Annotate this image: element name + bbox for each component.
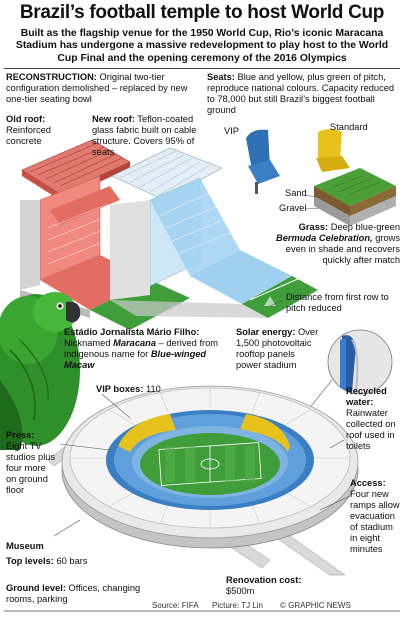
access-callout: Access: Four new ramps allow evacuation … [350, 478, 400, 555]
new-roof-callout: New roof: Teflon-coated glass fabric bui… [92, 114, 210, 158]
recycled-water-text: Rainwater collected on roof used in toil… [346, 408, 396, 451]
source-credit: Source: FIFA [152, 601, 199, 610]
grass-variety: Bermuda Celebration, [275, 233, 373, 243]
seats-text: Blue and yellow, plus green of pitch, re… [207, 72, 395, 115]
vip-boxes-callout: VIP boxes: 110 [96, 384, 166, 395]
sand-label: Sand [285, 188, 307, 198]
press-text: Eight TV studios plus four more on groun… [6, 441, 56, 495]
new-roof-section [110, 147, 318, 318]
reconstruction-text: Original two-tier configuration demolish… [6, 72, 188, 104]
old-roof-label: Old roof: [6, 114, 46, 124]
press-callout: Press: Eight TV studios plus four more o… [6, 430, 58, 496]
grass-text-1: Deep blue-green [330, 222, 400, 232]
reconstruction-label: RECONSTRUCTION: [6, 72, 97, 82]
seats-label: Seats: [207, 72, 235, 82]
recycled-water-label: Recycled water: [346, 386, 387, 407]
museum-label: Museum [6, 541, 44, 551]
ground-level-text: Offices, changing rooms, parking [6, 583, 141, 604]
vip-boxes-label: VIP boxes: [96, 384, 144, 394]
stadium-leader-lines [53, 393, 351, 537]
new-roof-text: Teflon-coated glass fabric built on cabl… [92, 114, 197, 157]
museum-callout: Museum [6, 541, 44, 552]
old-roof-callout: Old roof: Reinforced concrete [6, 114, 72, 147]
solar-callout: Solar energy: Over 1,500 photovoltaic ro… [236, 327, 322, 371]
estadio-label: Estádio Jornalista Mário Filho: [64, 327, 200, 337]
page-title: Brazil’s football temple to host World C… [19, 2, 385, 23]
top-levels-callout: Top levels: 60 bars [6, 556, 96, 567]
vip-seat [246, 129, 280, 194]
solar-panel-detail [327, 329, 393, 395]
estadio-macaw: Blue-winged Macaw [64, 349, 207, 370]
gravel-label: Gravel [279, 203, 307, 213]
solar-label: Solar energy: [236, 327, 296, 337]
picture-credit: Picture: TJ Lin [212, 601, 263, 610]
vip-seat-label: VIP [224, 126, 239, 136]
estadio-text-1: Nicknamed [64, 338, 111, 348]
standard-seat-label: Standard [330, 122, 368, 132]
estadio-nickname: Maracana [113, 338, 157, 348]
page-subtitle: Built as the flagship venue for the 1950… [15, 28, 389, 64]
vip-boxes-text: 110 [145, 384, 161, 394]
reconstruction-callout: RECONSTRUCTION: Original two-tier config… [6, 72, 202, 105]
old-roof-text: Reinforced concrete [6, 125, 51, 146]
access-label: Access: [350, 478, 386, 488]
grass-cutaway [314, 168, 396, 226]
press-label: Press: [6, 430, 35, 440]
estadio-callout: Estádio Jornalista Mário Filho: Nickname… [64, 327, 232, 371]
renovation-callout: Renovation cost: $500m [226, 575, 302, 597]
top-levels-text: 60 bars [56, 556, 88, 566]
macaw-image [0, 292, 81, 450]
access-text: Four new ramps allow evacuation of stadi… [350, 489, 400, 554]
grass-callout: Grass: Deep blue-green Bermuda Celebrati… [258, 222, 400, 266]
distance-callout: Distance from first row to pitch reduced [286, 292, 389, 313]
new-roof-label: New roof: [92, 114, 135, 124]
seats-callout: Seats: Blue and yellow, plus green of pi… [207, 72, 399, 116]
top-levels-label: Top levels: [6, 556, 54, 566]
solar-text: Over 1,500 photovoltaic rooftop panels p… [236, 327, 319, 370]
ground-level-label: Ground level: [6, 583, 66, 593]
renovation-label: Renovation cost: [226, 575, 302, 585]
recycled-water-callout: Recycled water: Rainwater collected on r… [346, 386, 400, 452]
grass-text-2: grows even in shade and recovers quickly… [285, 233, 400, 265]
stadium-aerial [47, 385, 359, 576]
grass-label: Grass: [298, 222, 329, 232]
renovation-text: $500m [226, 586, 255, 596]
ground-level-callout: Ground level: Offices, changing rooms, p… [6, 583, 146, 605]
header-divider [4, 68, 400, 69]
graphic-news-credit: © GRAPHIC NEWS [280, 601, 351, 610]
estadio-text-2: – derived from indigenous name for [64, 338, 219, 359]
standard-seat [316, 129, 350, 172]
